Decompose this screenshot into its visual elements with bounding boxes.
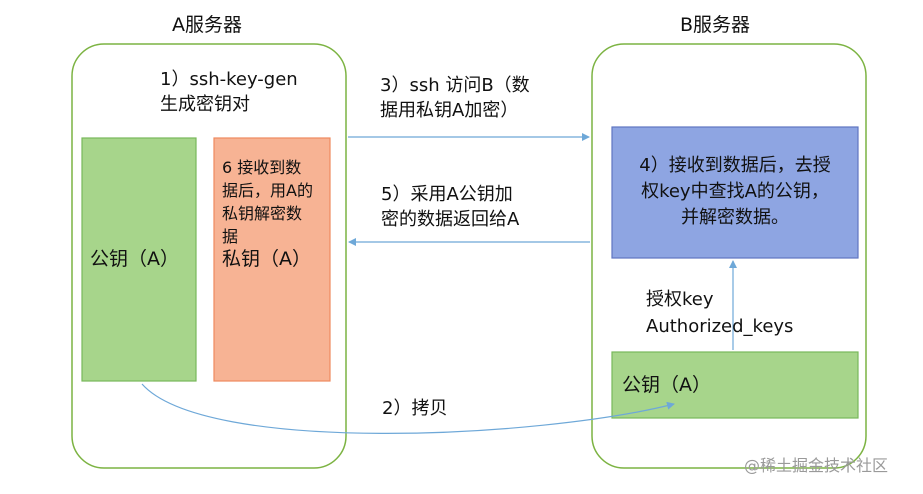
server-b-title: B服务器 <box>680 14 751 36</box>
step-6-line-2: 据后，用A的 <box>222 181 313 200</box>
a-private-key-label: 私钥（A） <box>222 248 311 270</box>
authorized-key-line-1: 授权key <box>646 289 714 310</box>
server-a-title: A服务器 <box>172 14 242 36</box>
a-public-key-box <box>81 137 197 382</box>
step-6-line-4: 据 <box>222 227 239 246</box>
step-5-line-2: 密的数据返回给A <box>381 209 520 230</box>
step-6-line-3: 私钥解密数 <box>222 204 303 223</box>
step-4-line-1: 4）接收到数据后，去授 <box>639 155 831 176</box>
step-2-label: 2）拷贝 <box>382 398 448 419</box>
a-private-key-box <box>213 137 331 382</box>
arrow-copy-public-key <box>141 383 675 434</box>
step-6-line-1: 6 接收到数 <box>222 158 302 177</box>
step-4-line-3: 并解密数据。 <box>681 207 789 228</box>
step-1-line-2: 生成密钥对 <box>160 94 250 115</box>
step-3-line-1: 3）ssh 访问B（数 <box>380 75 530 96</box>
step-1-line-1: 1）ssh-key-gen <box>160 69 298 90</box>
step-5-line-1: 5）采用A公钥加 <box>381 184 513 205</box>
watermark-text: @稀土掘金技术社区 <box>744 456 889 475</box>
b-public-key-box <box>611 351 859 419</box>
a-public-key-label: 公钥（A） <box>90 248 179 270</box>
step-4-line-2: 权key中查找A的公钥， <box>641 181 829 202</box>
b-process-box <box>611 126 859 259</box>
b-public-key-label: 公钥（A） <box>622 374 711 396</box>
authorized-key-line-2: Authorized_keys <box>646 316 794 337</box>
step-3-line-2: 据用私钥A加密） <box>380 100 519 121</box>
